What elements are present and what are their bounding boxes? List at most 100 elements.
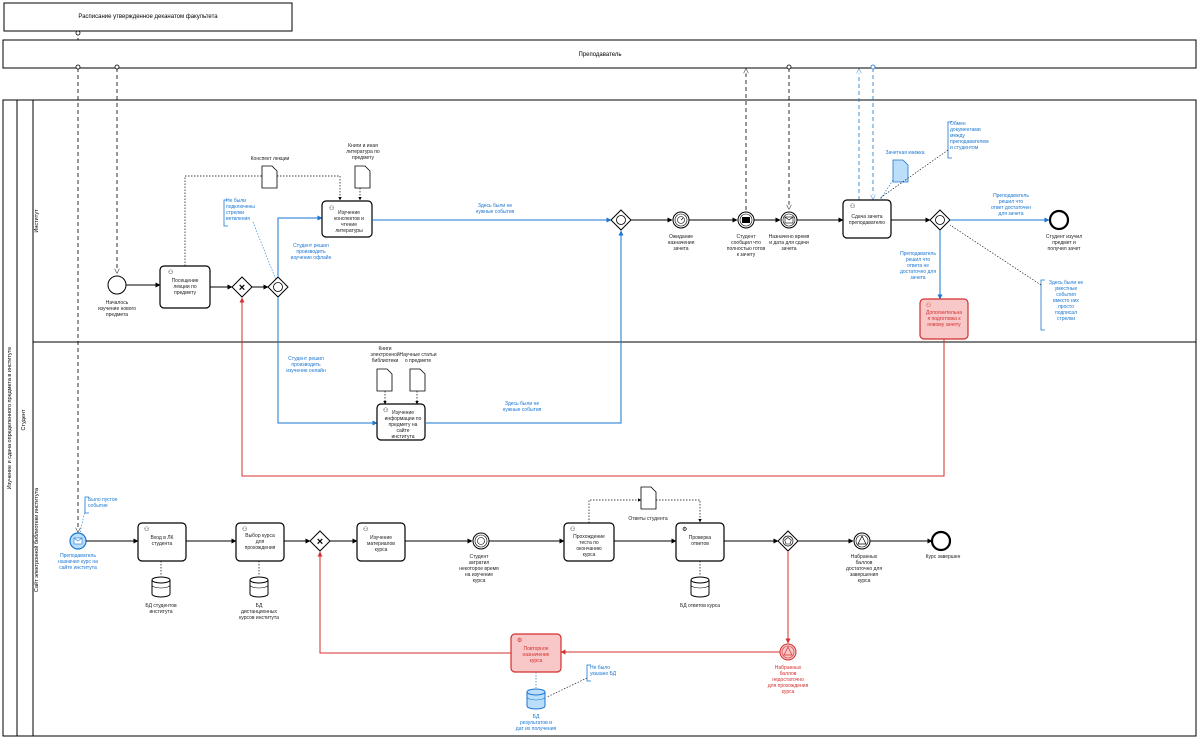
teacher-pool-label: Преподаватель (578, 52, 621, 58)
db-answers-label: БД ответов курса (680, 603, 720, 609)
gateway-event-2 (610, 209, 632, 231)
gateway-xor-2: × (309, 530, 331, 552)
user-icon: ⚇ (168, 269, 173, 276)
top-pool-label: Расписание утвержденное деканатом факуль… (78, 14, 218, 20)
student-lane-label: Студент (21, 409, 27, 430)
data-lecture-notes-label: Конспект лекции (251, 156, 290, 162)
data-gradebook-label: Зачетная книжка (885, 150, 924, 156)
gateway-xor-1: × (231, 276, 253, 298)
db-answers: БД ответов курса (680, 561, 720, 609)
user-icon: ⚇ (363, 526, 368, 533)
user-icon: ⚇ (242, 526, 247, 533)
data-answers: Ответы студента (628, 486, 668, 522)
gear-icon: ⚙ (517, 637, 522, 644)
svg-text:×: × (317, 536, 323, 548)
top-pool: Расписание утвержденное деканатом факуль… (3, 2, 293, 32)
data-lecture-notes: Конспект лекции (251, 156, 290, 189)
user-icon: ⚇ (850, 203, 855, 210)
gear-icon: ⚙ (682, 526, 687, 533)
main-pool-label: Изучение и сдача определенного предмета … (7, 347, 13, 489)
main-pool: Изучение и сдача определенного предмета … (2, 99, 1197, 737)
svg-text:×: × (239, 282, 245, 294)
user-icon: ⚇ (926, 302, 931, 309)
end-course: Курс завершен (926, 530, 961, 560)
data-answers-label: Ответы студента (628, 516, 668, 522)
institute-lane-label: Институт (34, 209, 40, 233)
data-gradebook: Зачетная книжка (885, 150, 925, 183)
message-flow-origins (75, 30, 876, 70)
end-course-label: Курс завершен (926, 554, 961, 560)
library-lane-label: Сайт электронной библиотеки института (33, 487, 40, 592)
teacher-pool: Преподаватель (2, 39, 1197, 69)
user-icon: ⚇ (329, 205, 334, 212)
user-icon: ⚇ (144, 526, 149, 533)
user-icon: ⚇ (383, 407, 388, 414)
user-icon: ⚇ (570, 526, 575, 533)
